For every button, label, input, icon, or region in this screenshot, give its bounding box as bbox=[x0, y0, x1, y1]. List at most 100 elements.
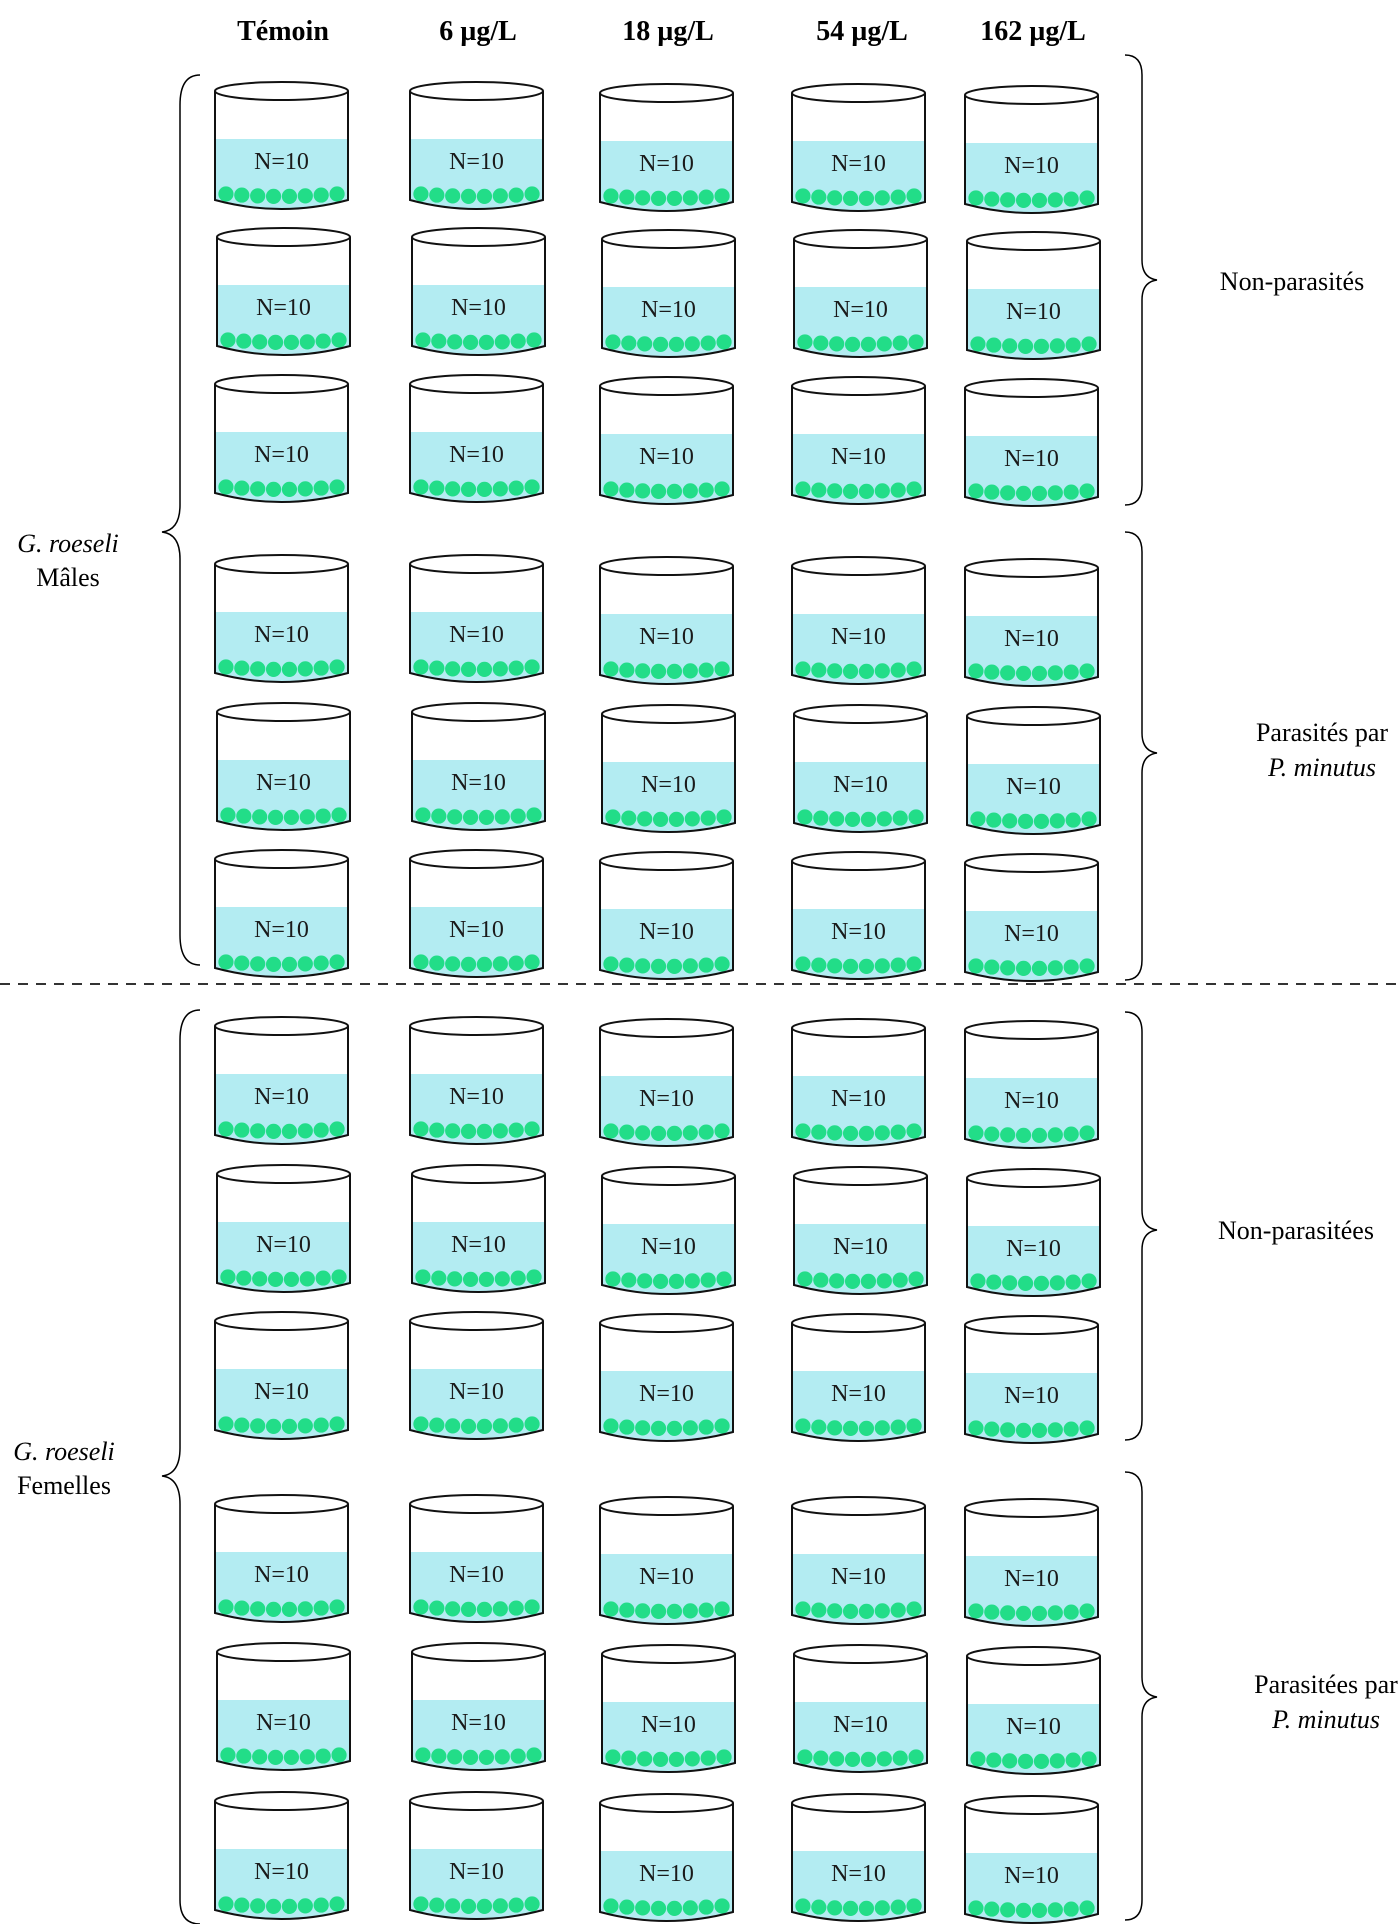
organism-dot bbox=[315, 1748, 331, 1764]
organism-dot bbox=[281, 1418, 298, 1434]
organism-dot bbox=[619, 957, 635, 973]
beaker-count-label: N=10 bbox=[639, 1381, 694, 1407]
organism-dot bbox=[508, 660, 524, 676]
organism-dot bbox=[413, 659, 429, 675]
brace-males-left bbox=[161, 74, 201, 966]
organism-dot bbox=[413, 479, 429, 495]
beaker-rim bbox=[409, 1494, 544, 1514]
organism-dot bbox=[795, 481, 811, 497]
organism-dot bbox=[605, 1749, 621, 1765]
beaker-count-label: N=10 bbox=[449, 442, 504, 468]
organism-dot bbox=[890, 1419, 906, 1435]
beaker-outline bbox=[409, 859, 544, 978]
organism-dot bbox=[494, 1271, 510, 1287]
organism-dot bbox=[1031, 485, 1048, 501]
beaker-outline bbox=[791, 1506, 926, 1625]
organism-dot bbox=[619, 189, 635, 205]
organism-dot bbox=[1015, 192, 1032, 208]
beaker-outline bbox=[599, 566, 734, 685]
organism-dot bbox=[890, 1602, 906, 1618]
organism-dot bbox=[637, 336, 653, 352]
organism-dot bbox=[508, 480, 524, 496]
organism-dot bbox=[510, 808, 526, 824]
organism-dot bbox=[860, 811, 877, 827]
organism-dot bbox=[876, 811, 892, 827]
organism-dot bbox=[283, 1749, 300, 1765]
organism-dot bbox=[844, 1273, 861, 1289]
organism-dot bbox=[267, 334, 284, 350]
organism-dot bbox=[492, 661, 508, 677]
organism-dot bbox=[445, 661, 461, 677]
organism-dot bbox=[299, 1271, 315, 1287]
beaker-count-label: N=10 bbox=[256, 1232, 311, 1258]
beaker: N=10 bbox=[964, 378, 1099, 507]
organism-dot bbox=[429, 660, 445, 676]
organism-dot bbox=[603, 956, 619, 972]
organism-dot bbox=[986, 337, 1002, 353]
beaker: N=10 bbox=[409, 554, 544, 683]
organism-dot bbox=[250, 1898, 266, 1914]
organism-dot bbox=[1065, 337, 1081, 353]
beaker-count-label: N=10 bbox=[641, 772, 696, 798]
organism-dot bbox=[447, 1749, 463, 1765]
organism-dot bbox=[476, 956, 493, 972]
beaker-outline bbox=[791, 93, 926, 212]
organism-dot bbox=[860, 336, 877, 352]
beaker: N=10 bbox=[599, 556, 734, 685]
organism-dot bbox=[1049, 1753, 1065, 1769]
organism-dot bbox=[811, 482, 827, 498]
organism-dot bbox=[890, 482, 906, 498]
organism-dot bbox=[986, 1752, 1002, 1768]
beaker: N=10 bbox=[791, 1793, 926, 1922]
organism-dot bbox=[682, 190, 698, 206]
organism-dot bbox=[1033, 338, 1050, 354]
organism-dot bbox=[858, 1900, 875, 1916]
beaker-count-label: N=10 bbox=[639, 444, 694, 470]
organism-dot bbox=[650, 1420, 667, 1436]
organism-dot bbox=[281, 661, 298, 677]
organism-dot bbox=[413, 1416, 429, 1432]
organism-dot bbox=[445, 481, 461, 497]
brace-females-nonparasitized bbox=[1124, 1011, 1158, 1441]
beaker: N=10 bbox=[793, 1166, 928, 1295]
organism-dot bbox=[299, 1749, 315, 1765]
beaker-outline bbox=[599, 1506, 734, 1625]
beaker-rim bbox=[409, 849, 544, 869]
organism-dot bbox=[621, 1272, 637, 1288]
organism-dot bbox=[1002, 1275, 1018, 1291]
beaker: N=10 bbox=[409, 374, 544, 503]
organism-dot bbox=[716, 1271, 732, 1287]
beaker: N=10 bbox=[214, 1494, 349, 1623]
organism-dot bbox=[429, 1600, 445, 1616]
organism-dot bbox=[492, 188, 508, 204]
organism-dot bbox=[666, 1420, 683, 1436]
organism-dot bbox=[906, 1418, 922, 1434]
organism-dot bbox=[445, 1123, 461, 1139]
beaker-rim bbox=[409, 554, 544, 574]
organism-dot bbox=[858, 483, 875, 499]
organism-dot bbox=[811, 662, 827, 678]
beaker-rim bbox=[964, 1795, 1099, 1815]
beaker: N=10 bbox=[214, 374, 349, 503]
beaker: N=10 bbox=[793, 1644, 928, 1773]
beaker-rim bbox=[214, 1791, 349, 1811]
organism-dot bbox=[447, 1271, 463, 1287]
organism-dot bbox=[829, 336, 845, 352]
organism-dot bbox=[526, 332, 542, 348]
beaker-rim bbox=[601, 1166, 736, 1186]
organism-dot bbox=[1081, 1751, 1097, 1767]
organism-dot bbox=[1015, 485, 1032, 501]
beaker-outline bbox=[214, 1801, 349, 1920]
beaker-outline bbox=[964, 1030, 1099, 1149]
organism-dot bbox=[813, 335, 829, 351]
organism-dot bbox=[906, 1123, 922, 1139]
beaker-outline bbox=[216, 1174, 351, 1293]
organism-dot bbox=[445, 1898, 461, 1914]
organism-dot bbox=[250, 956, 266, 972]
beaker-count-label: N=10 bbox=[639, 1086, 694, 1112]
organism-dot bbox=[682, 1420, 698, 1436]
beaker-rim bbox=[216, 702, 351, 722]
organism-dot bbox=[1065, 812, 1081, 828]
organism-dot bbox=[492, 481, 508, 497]
organism-dot bbox=[265, 1123, 282, 1139]
